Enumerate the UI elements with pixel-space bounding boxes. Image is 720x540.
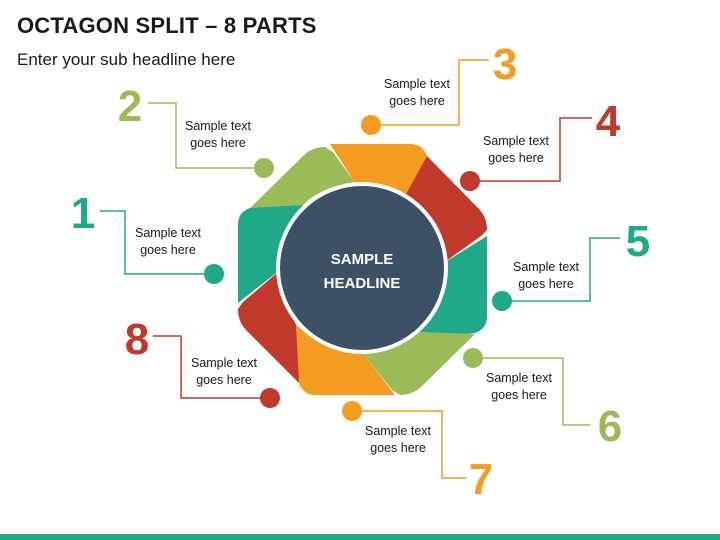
callout-5: 5 Sample text goes here (492, 217, 650, 311)
connector-dot-8[interactable] (260, 388, 280, 408)
callout-1: 1 Sample text goes here (71, 189, 224, 284)
slide-subtitle: Enter your sub headline here (17, 50, 236, 69)
callout-4: 4 Sample text goes here (460, 97, 621, 191)
connector-dot-1[interactable] (204, 264, 224, 284)
item-text-1-line1: Sample text (135, 226, 202, 240)
item-text-3-line2: goes here (389, 94, 445, 108)
callout-7: 7 Sample text goes here (342, 401, 493, 504)
item-text-7-line1: Sample text (365, 424, 432, 438)
item-text-7-line2: goes here (370, 441, 426, 455)
item-text-4-line2: goes here (488, 151, 544, 165)
bottom-accent-bar (0, 534, 720, 540)
connector-dot-2[interactable] (254, 158, 274, 178)
item-number-6: 6 (598, 402, 622, 451)
segment-2[interactable] (250, 147, 355, 208)
item-text-2-line1: Sample text (185, 119, 252, 133)
center-headline-line2: HEADLINE (324, 275, 401, 292)
connector-dot-6[interactable] (463, 348, 483, 368)
item-number-3: 3 (493, 40, 517, 89)
item-number-5: 5 (626, 217, 650, 266)
callout-6: 6 Sample text goes here (463, 348, 622, 451)
item-text-5-line1: Sample text (513, 260, 580, 274)
connector-line-8 (153, 335, 270, 399)
item-text-3-line1: Sample text (384, 77, 451, 91)
connector-dot-4[interactable] (460, 171, 480, 191)
callout-8: 8 Sample text goes here (125, 315, 280, 408)
segment-4[interactable] (405, 156, 487, 264)
item-number-8: 8 (125, 315, 149, 364)
segment-3[interactable] (330, 144, 428, 196)
item-text-5-line2: goes here (518, 277, 574, 291)
item-text-2-line2: goes here (190, 136, 246, 150)
connector-dot-3[interactable] (361, 115, 381, 135)
connector-dot-5[interactable] (492, 291, 512, 311)
connector-line-4 (470, 117, 592, 182)
item-number-2: 2 (118, 82, 142, 131)
item-text-4-line1: Sample text (483, 134, 550, 148)
item-text-1-line2: goes here (140, 243, 196, 257)
item-number-1: 1 (71, 189, 95, 238)
center-circle (276, 182, 448, 354)
connector-line-7 (352, 410, 466, 479)
connector-line-6 (473, 357, 590, 426)
slide-title: OCTAGON SPLIT – 8 PARTS (17, 13, 317, 38)
connector-dot-7[interactable] (342, 401, 362, 421)
connector-line-3 (371, 59, 489, 126)
item-text-8-line1: Sample text (191, 356, 258, 370)
callout-2: 2 Sample text goes here (118, 82, 274, 178)
item-text-8-line2: goes here (196, 373, 252, 387)
center-headline-line1: SAMPLE (331, 251, 394, 268)
item-number-7: 7 (469, 455, 493, 504)
connector-line-2 (148, 102, 264, 169)
item-text-6-line1: Sample text (486, 371, 553, 385)
callout-3: 3 Sample text goes here (361, 40, 517, 135)
item-number-4: 4 (596, 97, 621, 146)
item-text-6-line2: goes here (491, 388, 547, 402)
connector-line-1 (100, 210, 214, 275)
connector-line-5 (502, 237, 620, 302)
